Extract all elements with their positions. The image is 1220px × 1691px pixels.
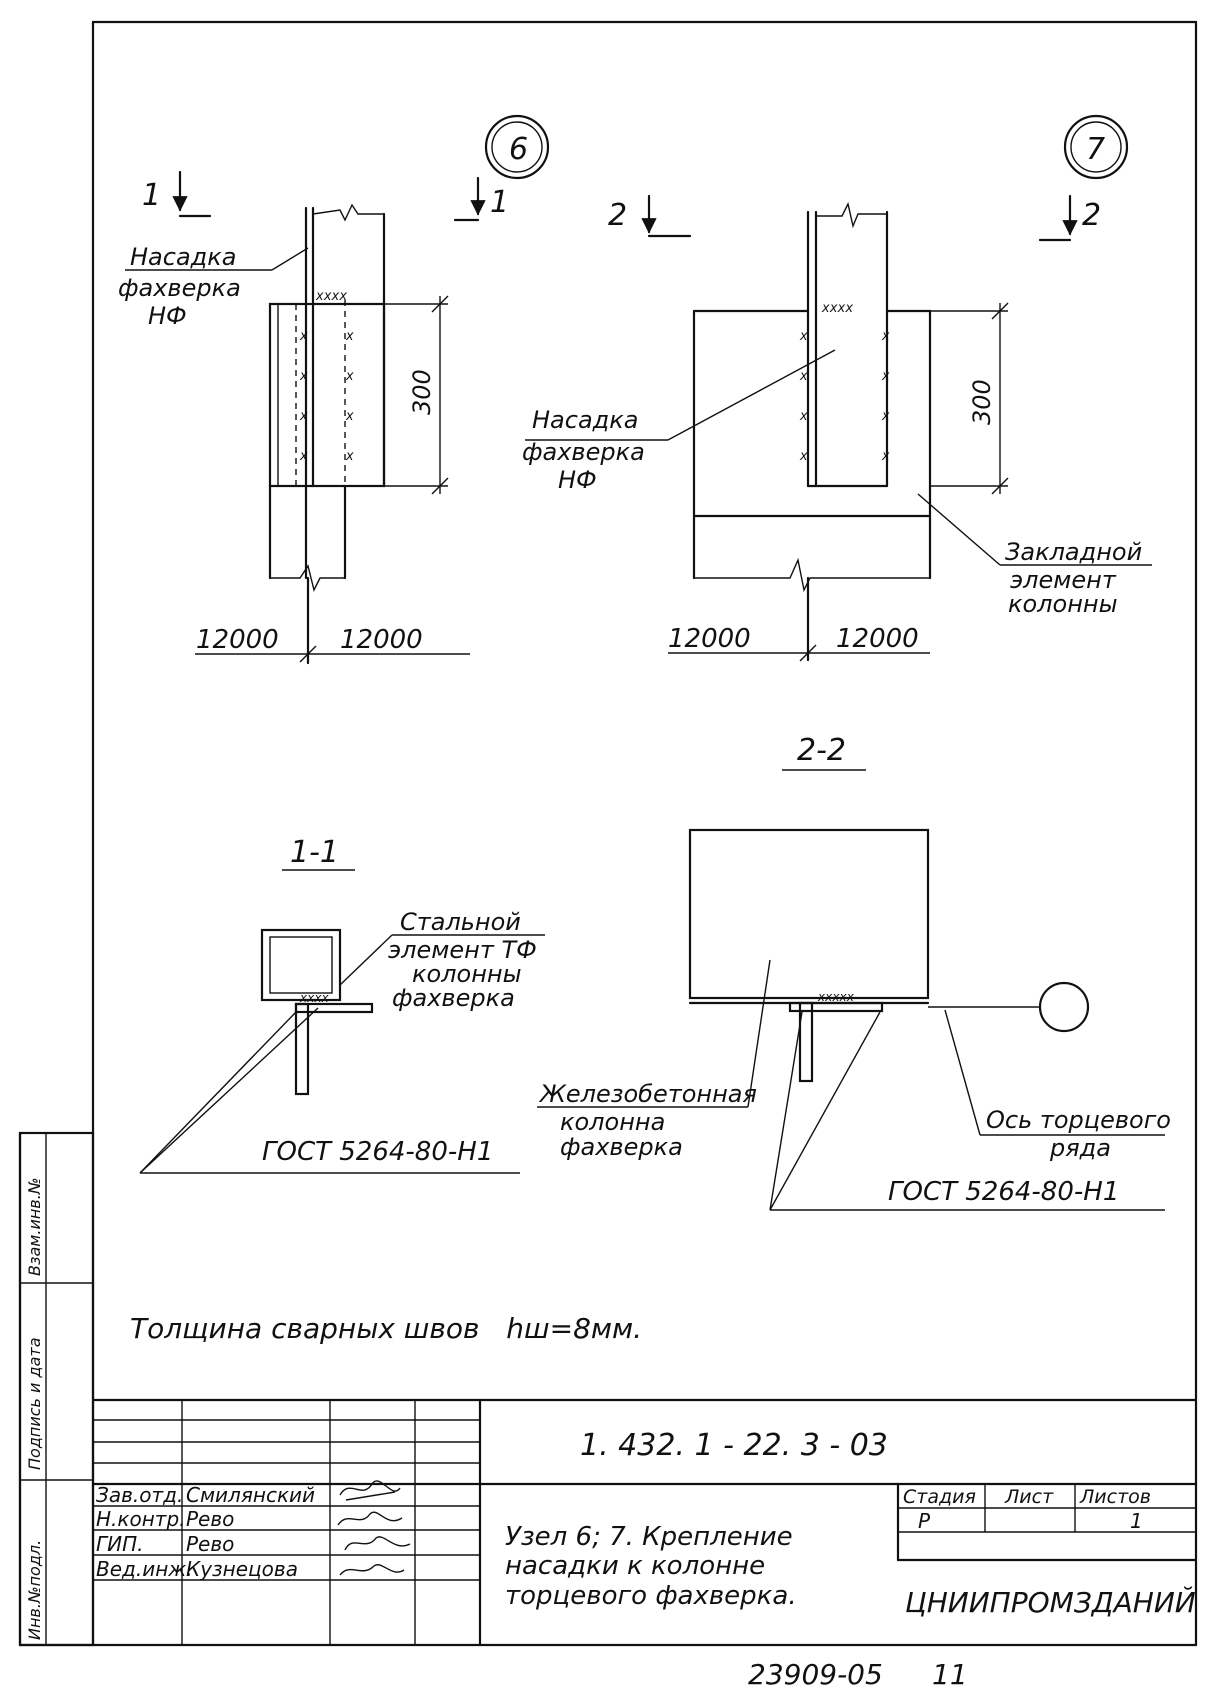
section-2-2-title: 2-2 [797,733,846,768]
sec22-column-line-1: Железобетонная [538,1080,757,1108]
stage-header: Стадия [903,1486,976,1508]
sheets-value: 1 [1130,1509,1143,1533]
name-norm-control: Рево [186,1507,234,1531]
section-1-right: 1 [490,185,509,220]
stamp-inv-orig: Инв.№подл. [25,1540,44,1640]
node-7-dim: 300 [968,379,996,425]
side-stamp: Инв.№подл. Подпись и дата Взам.инв.№ [18,1131,95,1647]
role-lead-engineer: Вед.инж. [96,1557,193,1581]
section-1-1: 1-1 xxxx Стальной элемент ТФ колонны фах… [139,835,545,1174]
stamp-replace-inv: Взам.инв.№ [25,1178,44,1276]
node-7-view: 7 2 2 xxxx x x x x x x x x 300 [522,114,1152,662]
sheet-header: Лист [1004,1486,1054,1508]
svg-text:x: x [799,409,808,424]
node-6-label-line-3: НФ [148,302,187,330]
node-7-embed-line-2: элемент [1010,566,1117,594]
svg-text:xxxx: xxxx [299,991,330,1005]
svg-text:x: x [881,409,890,424]
node-7-embed-line-1: Закладной [1005,538,1142,566]
name-lead-engineer: Кузнецова [186,1557,298,1581]
svg-text:x: x [345,449,354,464]
signature-4 [339,1564,405,1576]
sec11-gost: ГОСТ 5264-80-Н1 [262,1137,493,1167]
svg-text:x: x [799,329,808,344]
node-7-embed-line-3: колонны [1008,590,1118,618]
svg-text:x: x [299,409,308,424]
stamp-signature-date: Подпись и дата [25,1337,44,1470]
doc-code: 1. 432. 1 - 22. 3 - 03 [580,1428,888,1463]
node-6-label-line-1: Насадка [130,243,236,271]
svg-text:x: x [345,329,354,344]
node-7-label-line-1: Насадка [532,406,638,434]
node-6-number: 6 [509,132,528,167]
organization: ЦНИИПРОМЗДАНИЙ [905,1585,1196,1619]
stage-value: Р [918,1509,931,1533]
role-head-dept: Зав.отд. [96,1483,183,1507]
svg-text:x: x [345,369,354,384]
section-2-left: 2 [608,198,627,233]
node-7-axis-left: 12000 [668,624,751,654]
sec11-label-line-4: фахверка [392,984,515,1012]
page-number: 11 [932,1658,968,1691]
signature-1 [339,1480,401,1501]
svg-text:x: x [299,449,308,464]
drawing-title-line-2: насадки к колонне [505,1551,765,1581]
svg-text:x: x [799,449,808,464]
sheets-header: Листов [1079,1486,1151,1508]
node-6-axis-left: 12000 [196,625,279,655]
name-chief-engineer: Рево [186,1532,234,1556]
node-6-view: 6 1 1 xxxx x x x x x x x x 300 [118,114,550,665]
axis-marker-circle [1038,981,1090,1033]
svg-text:x: x [799,369,808,384]
section-2-right: 2 [1082,198,1101,233]
sec22-column-line-2: колонна [560,1108,665,1136]
sec11-label-line-2: элемент ТФ [388,936,537,964]
name-head-dept: Смилянский [186,1483,315,1507]
svg-text:x: x [881,369,890,384]
drawing-title-line-1: Узел 6; 7. Крепление [505,1522,793,1552]
title-block: 1. 432. 1 - 22. 3 - 03 Зав.отд. Н.контр.… [91,1398,1198,1647]
node-6-dim: 300 [408,369,436,415]
node-7-number: 7 [1086,132,1105,167]
sec11-label-line-1: Стальной [400,908,521,936]
svg-text:xxxx: xxxx [315,289,347,304]
svg-text:xxxx: xxxx [821,301,853,316]
svg-text:x: x [881,329,890,344]
drawing-title-line-3: торцевого фахверка. [505,1581,797,1611]
sec22-gost: ГОСТ 5264-80-Н1 [888,1177,1119,1207]
sec22-axis-line-2: ряда [1049,1134,1111,1162]
svg-text:x: x [881,449,890,464]
node-6-label-line-2: фахверка [118,274,241,302]
svg-text:x: x [345,409,354,424]
section-1-left: 1 [142,178,161,213]
weld-thickness-note: Толщина сварных швов hш=8мм. [130,1312,642,1345]
svg-text:x: x [299,369,308,384]
role-chief-engineer: ГИП. [96,1532,144,1556]
sec22-axis-line-1: Ось торцевого [986,1106,1171,1134]
node-7-axis-right: 12000 [836,624,919,654]
svg-text:xxxxx: xxxxx [817,990,855,1004]
sec22-column-line-3: фахверка [560,1133,683,1161]
role-norm-control: Н.контр. [96,1507,186,1531]
sec11-label-line-3: колонны [412,960,522,988]
node-7-label-line-3: НФ [558,466,597,494]
signature-2 [337,1511,403,1526]
node-6-axis-right: 12000 [340,625,423,655]
archive-number: 23909-05 [748,1658,883,1691]
node-7-label-line-2: фахверка [522,438,645,466]
section-1-1-title: 1-1 [290,835,339,870]
svg-text:x: x [299,329,308,344]
section-2-2: 2-2 xxxxx Железобетонная колонна фахверк… [537,733,1171,1211]
signature-3 [344,1536,411,1551]
